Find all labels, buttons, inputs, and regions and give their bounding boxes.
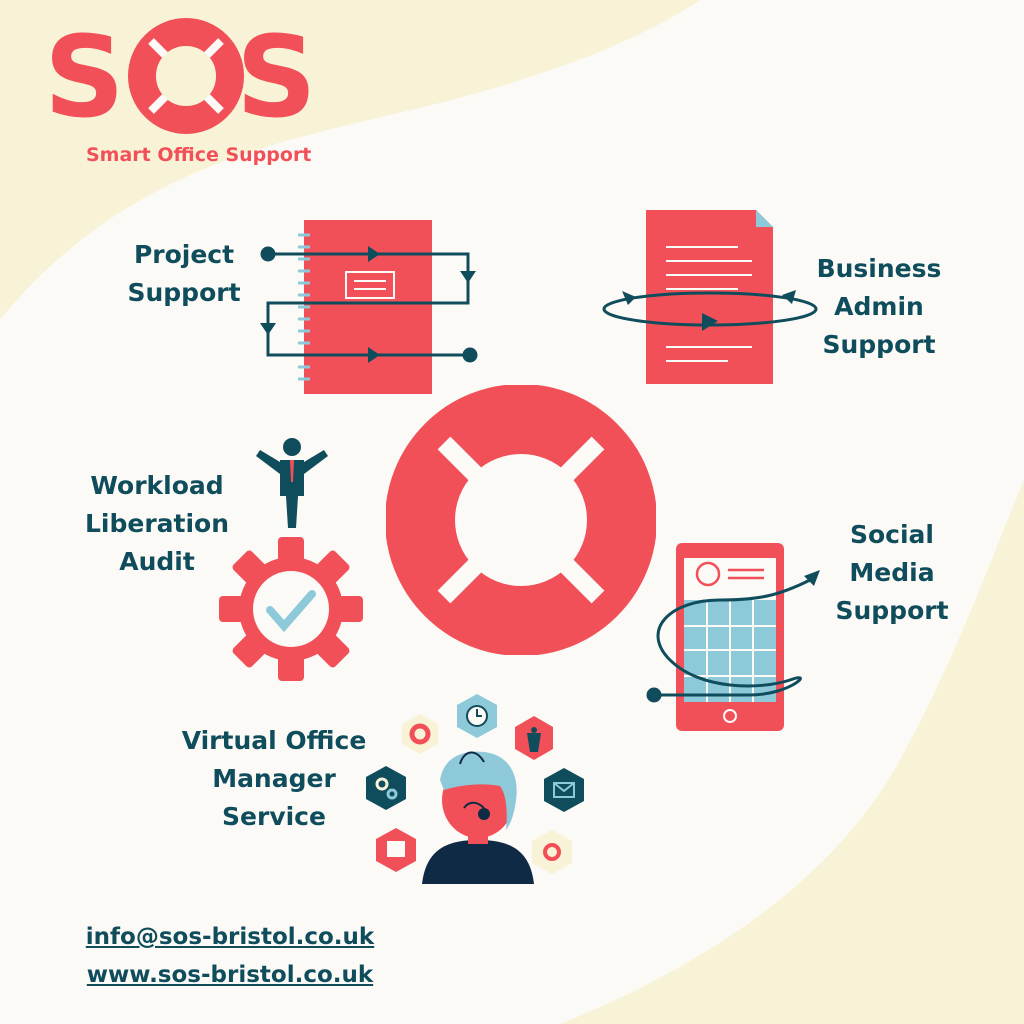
logo-letter-s2: S bbox=[236, 13, 317, 143]
document-cycle-icon bbox=[602, 210, 818, 384]
hex-chart-icon bbox=[402, 714, 438, 754]
social-media-label: Social Media Support bbox=[835, 520, 949, 625]
central-lifebuoy-icon bbox=[386, 385, 656, 655]
lifebuoy-o-icon bbox=[128, 18, 244, 134]
contact-block: info@sos-bristol.co.uk www.sos-bristol.c… bbox=[50, 918, 410, 994]
hex-person-icon bbox=[515, 716, 553, 760]
person-arms-up-icon bbox=[256, 438, 328, 528]
hex-calendar-icon bbox=[376, 828, 416, 872]
hex-gear-small-icon bbox=[532, 830, 572, 874]
gear-check-icon bbox=[219, 537, 363, 681]
hex-clock-icon bbox=[457, 694, 497, 738]
notebook-process-icon bbox=[260, 220, 478, 394]
hex-gears-icon bbox=[366, 766, 406, 810]
website-link[interactable]: www.sos-bristol.co.uk bbox=[86, 962, 374, 988]
sos-logo: S S bbox=[44, 13, 317, 143]
tagline: Smart Office Support bbox=[86, 144, 312, 166]
business-admin-label: Business Admin Support bbox=[816, 254, 942, 359]
headset-operator-icon bbox=[366, 694, 584, 884]
workload-audit-label: Workload Liberation Audit bbox=[84, 471, 230, 576]
hex-mail-icon bbox=[544, 768, 584, 812]
project-support-label: Project Support bbox=[127, 240, 241, 307]
logo-letter-s1: S bbox=[44, 13, 125, 143]
smartphone-icon bbox=[646, 543, 820, 731]
email-link[interactable]: info@sos-bristol.co.uk bbox=[85, 924, 375, 950]
virtual-office-label: Virtual Office Manager Service bbox=[181, 726, 367, 831]
